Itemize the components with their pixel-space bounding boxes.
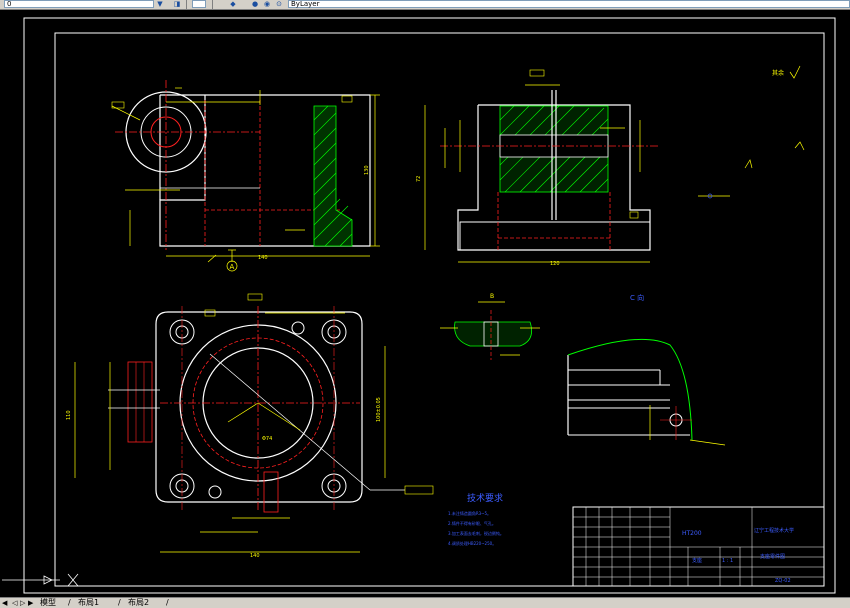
cad-drawing[interactable]: A 140 130 120 72 (0, 10, 850, 597)
layer-control-value: 0 (7, 0, 12, 8)
title-drawing-no: ZQ-02 (775, 578, 791, 584)
front-height-dim: 130 (364, 165, 370, 175)
tab-first-icon[interactable]: ◀ (2, 599, 8, 607)
section-b-view: B (440, 293, 540, 360)
plan-hole-dim: Φ74 (262, 436, 272, 442)
layers-toolbar: 0 ▼ ◨ ◆ ● ◉ ⊙ ByLayer (0, 0, 850, 10)
title-block: HT200 辽宁工程技术大学 支座零件图 ZQ-02 1 : 1 支座 (572, 506, 825, 587)
properties-icon[interactable]: ◉ (263, 0, 271, 8)
title-drawing-name: 支座零件图 (760, 553, 785, 560)
title-scale: 1 : 1 (722, 558, 733, 564)
plan-inner-dim: 100±0.05 (376, 397, 382, 422)
tech-req-line: 1.未注铸造圆角R3~5。 (448, 510, 491, 516)
ucs-icon (2, 573, 79, 587)
color-control-icon[interactable]: ● (251, 0, 259, 8)
title-material: HT200 (682, 530, 702, 537)
tab-layout1[interactable]: 布局1 (78, 598, 100, 607)
tab-last-icon[interactable]: ▶ (28, 599, 34, 607)
front-width-dim: 140 (258, 255, 268, 261)
drawing-frame (54, 32, 825, 587)
tech-req-line: 3.加工表面去毛刺，锐边倒钝。 (448, 530, 504, 536)
layer-previous-icon[interactable]: ◨ (173, 0, 181, 8)
toolbar-separator (186, 0, 187, 9)
plan-view: 140 100±0.05 110 Φ74 (66, 293, 434, 559)
svg-text:C 向: C 向 (630, 293, 644, 302)
linetype-control-value: ByLayer (291, 0, 320, 8)
linetype-control-dropdown[interactable]: ByLayer (288, 0, 850, 8)
layer-control-dropdown[interactable]: 0 (4, 0, 154, 8)
title-school: 辽宁工程技术大学 (754, 527, 794, 534)
linetype-mini-field[interactable] (192, 0, 206, 8)
technical-requirements: 技术要求 1.未注铸造圆角R3~5。 2.铸件不得有砂眼、气孔。 3.加工表面去… (448, 492, 504, 546)
layout-tab-bar: ◀ ◁ ▷ ▶ 模型 / 布局1 / 布局2 / (0, 597, 850, 608)
layer-dropdown-arrow-icon[interactable]: ▼ (157, 0, 163, 8)
svg-text:B: B (490, 293, 494, 300)
side-view: 120 72 (416, 69, 660, 267)
drawing-canvas[interactable]: A 140 130 120 72 (0, 10, 850, 597)
tech-req-line: 4.调质处理HB220~250。 (448, 540, 496, 546)
side-height-dim: 72 (416, 176, 422, 182)
tab-model[interactable]: 模型 (40, 598, 56, 607)
plan-width-dim: 140 (250, 553, 260, 559)
tech-req-title: 技术要求 (467, 492, 503, 504)
tab-layout2[interactable]: 布局2 (128, 598, 150, 607)
plan-depth-dim: 110 (66, 410, 72, 420)
section-a-label: A (230, 263, 235, 271)
side-width-dim: 120 (550, 261, 560, 267)
toolbar-separator (212, 0, 213, 9)
match-properties-icon[interactable]: ⊙ (276, 0, 282, 8)
front-view: A 140 130 (111, 80, 380, 272)
title-part-name: 支座 (692, 557, 702, 564)
layer-states-icon[interactable]: ◆ (230, 0, 236, 8)
svg-text:其余: 其余 (772, 69, 784, 77)
tab-prev-icon[interactable]: ◁ (12, 599, 18, 607)
paper-boundary (23, 17, 836, 594)
view-c: C 向 (567, 293, 726, 446)
tab-next-icon[interactable]: ▷ (20, 599, 26, 607)
surface-finish-note: 其余 (698, 65, 805, 199)
tech-req-line: 2.铸件不得有砂眼、气孔。 (448, 520, 496, 526)
